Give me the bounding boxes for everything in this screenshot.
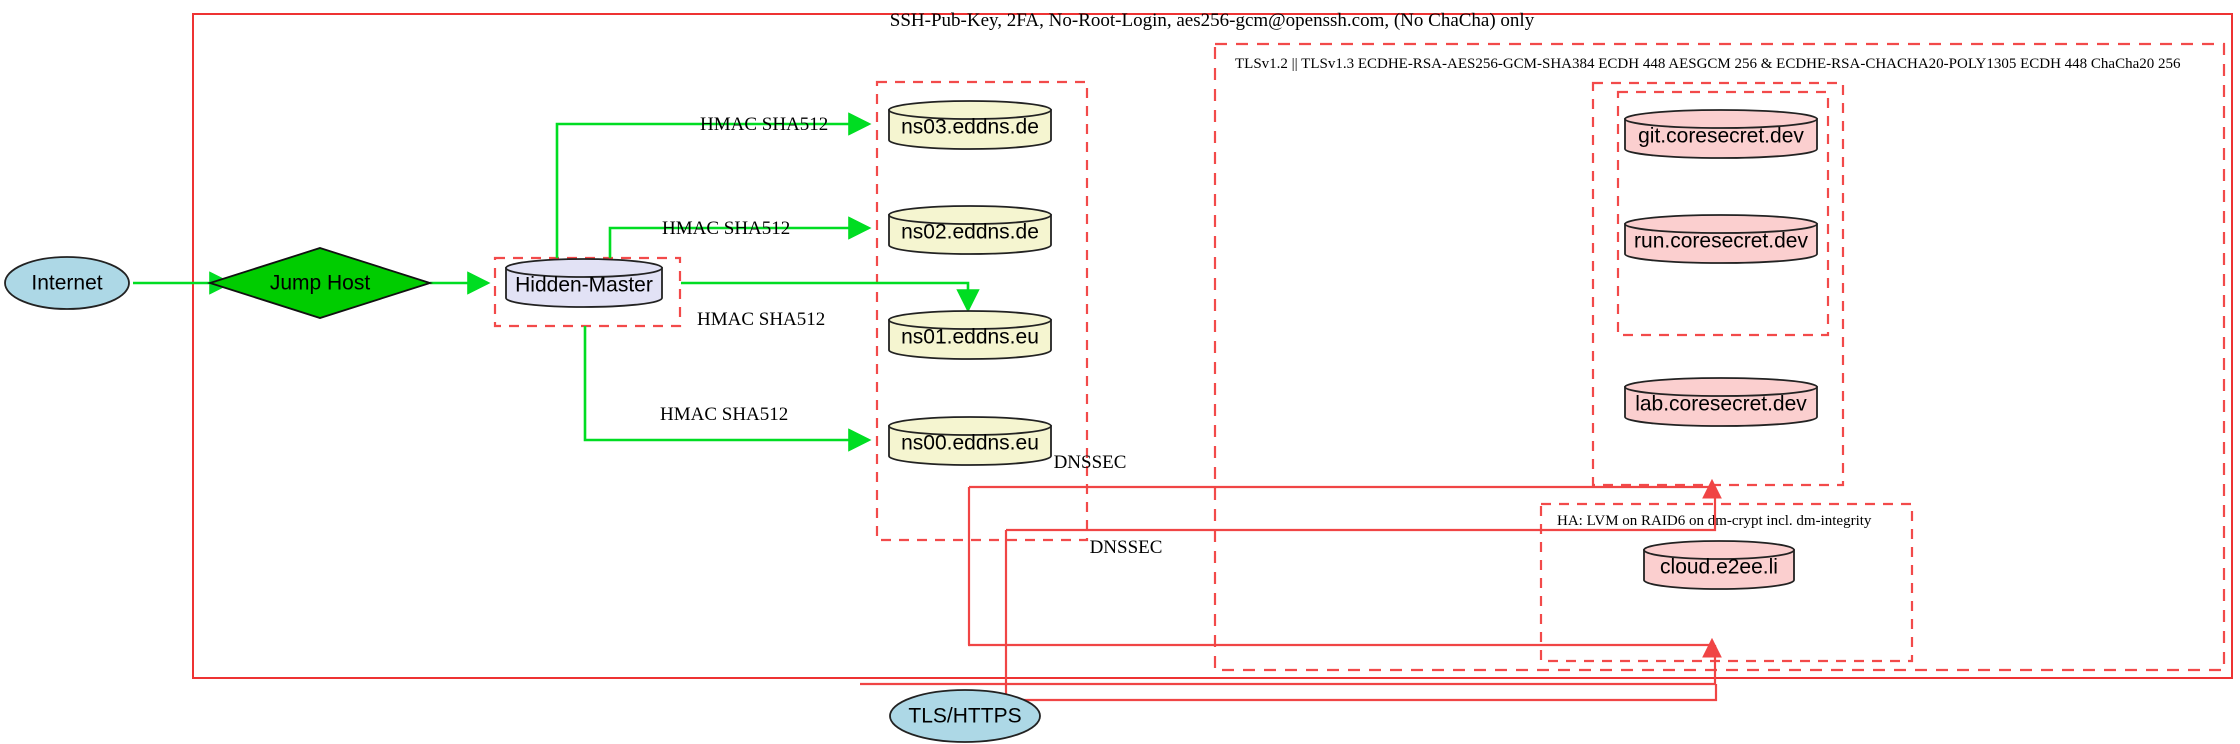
node-lab-coresecret[interactable]: lab.coresecret.dev — [1624, 377, 1818, 427]
node-tls-https[interactable]: TLS/HTTPS — [889, 689, 1041, 743]
node-cloud-e2ee[interactable]: cloud.e2ee.li — [1643, 540, 1795, 590]
node-internet[interactable]: Internet — [4, 256, 130, 310]
label-dnssec-upper: DNSSEC — [1054, 452, 1127, 473]
node-lab-label: lab.coresecret.dev — [1635, 393, 1807, 416]
edge-master-to-ns01 — [681, 281, 980, 313]
label-tls-policy: TLSv1.2 || TLSv1.3 ECDHE-RSA-AES256-GCM-… — [1235, 56, 2181, 72]
frame-coresecret-inner — [1616, 90, 1830, 337]
node-git-label: git.coresecret.dev — [1638, 125, 1804, 148]
frame-hidden-master — [493, 256, 682, 328]
edge-master-to-ns02 — [608, 216, 872, 258]
node-jump-host[interactable]: Jump Host — [207, 247, 433, 319]
node-tls-https-label: TLS/HTTPS — [908, 705, 1021, 728]
node-ns01[interactable]: ns01.eddns.eu — [888, 310, 1052, 360]
node-jump-host-label: Jump Host — [270, 272, 371, 295]
frame-dns-cluster — [875, 80, 1089, 542]
label-dnssec-lower: DNSSEC — [1090, 537, 1163, 558]
edge-tls-to-lower — [969, 637, 1722, 658]
frame-ssh-outer — [192, 13, 2233, 679]
node-run-label: run.coresecret.dev — [1634, 230, 1808, 253]
edge-tlshttps-right — [1003, 684, 1718, 702]
frame-tls — [1213, 42, 2226, 672]
node-ns02[interactable]: ns02.eddns.de — [888, 205, 1052, 255]
edge-master-to-ns00 — [583, 326, 872, 452]
node-ns01-label: ns01.eddns.eu — [901, 326, 1039, 349]
label-hmac-ns02: HMAC SHA512 — [662, 218, 790, 239]
edge-master-to-ns03 — [555, 112, 872, 258]
edge-dnssec-upper-run — [969, 478, 1722, 499]
frame-ha — [1539, 502, 1914, 663]
label-hmac-ns01: HMAC SHA512 — [697, 309, 825, 330]
node-ns00[interactable]: ns00.eddns.eu — [888, 416, 1052, 466]
node-ns03-label: ns03.eddns.de — [901, 116, 1039, 139]
label-ssh-policy: SSH-Pub-Key, 2FA, No-Root-Login, aes256-… — [890, 10, 1535, 31]
node-ns02-label: ns02.eddns.de — [901, 221, 1039, 244]
node-run-coresecret[interactable]: run.coresecret.dev — [1624, 214, 1818, 264]
node-cloud-label: cloud.e2ee.li — [1660, 556, 1778, 579]
node-internet-label: Internet — [31, 272, 102, 295]
node-ns03[interactable]: ns03.eddns.de — [888, 100, 1052, 150]
node-git-coresecret[interactable]: git.coresecret.dev — [1624, 109, 1818, 159]
node-ns00-label: ns00.eddns.eu — [901, 432, 1039, 455]
edge-dnssec-upper — [967, 487, 971, 647]
label-hmac-ns00: HMAC SHA512 — [660, 404, 788, 425]
node-hidden-master[interactable]: Hidden-Master — [505, 258, 663, 308]
node-hidden-master-label: Hidden-Master — [515, 274, 653, 297]
label-hmac-ns03: HMAC SHA512 — [700, 114, 828, 135]
edge-dnssec-lower-run — [1006, 487, 1717, 532]
